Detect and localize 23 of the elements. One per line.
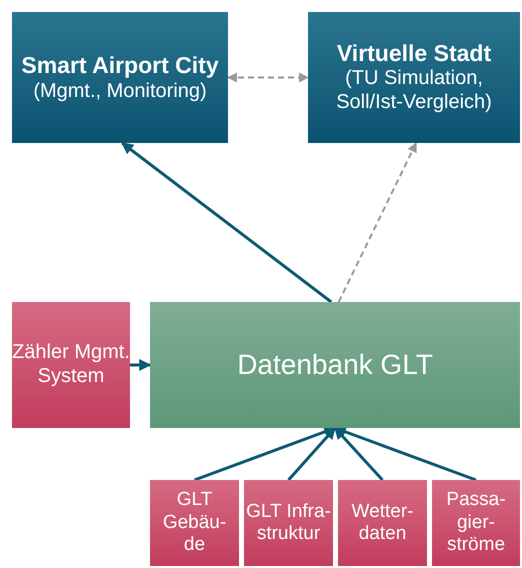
arrow bbox=[287, 427, 336, 481]
arrow bbox=[334, 426, 384, 482]
source-box bbox=[150, 480, 239, 566]
arrow bbox=[121, 142, 332, 304]
box-label: Datenbank GLT bbox=[237, 348, 433, 382]
system-box bbox=[12, 12, 228, 143]
box-label: GLT Gebäu- de bbox=[162, 489, 228, 557]
arrow bbox=[130, 359, 152, 371]
database-box bbox=[150, 302, 520, 428]
source-box bbox=[244, 480, 333, 566]
box-label: Zähler Mgmt. System bbox=[12, 341, 130, 389]
box-heading: Virtuelle Stadt bbox=[336, 40, 492, 68]
box-label: GLT Infra- struktur bbox=[245, 500, 332, 546]
source-box bbox=[338, 480, 427, 566]
arrow bbox=[227, 72, 309, 82]
system-box bbox=[308, 12, 520, 143]
box-label: Smart Airport City (Mgmt., Monitoring) bbox=[20, 52, 220, 104]
box-label: Wetter- daten bbox=[350, 500, 414, 546]
source-box bbox=[432, 480, 520, 566]
box-label: Passa- gier- ströme bbox=[445, 489, 507, 557]
source-box bbox=[12, 302, 130, 428]
arrow bbox=[338, 142, 418, 302]
box-label: (TU Simulation, Soll/Ist-Vergleich) bbox=[335, 67, 493, 115]
